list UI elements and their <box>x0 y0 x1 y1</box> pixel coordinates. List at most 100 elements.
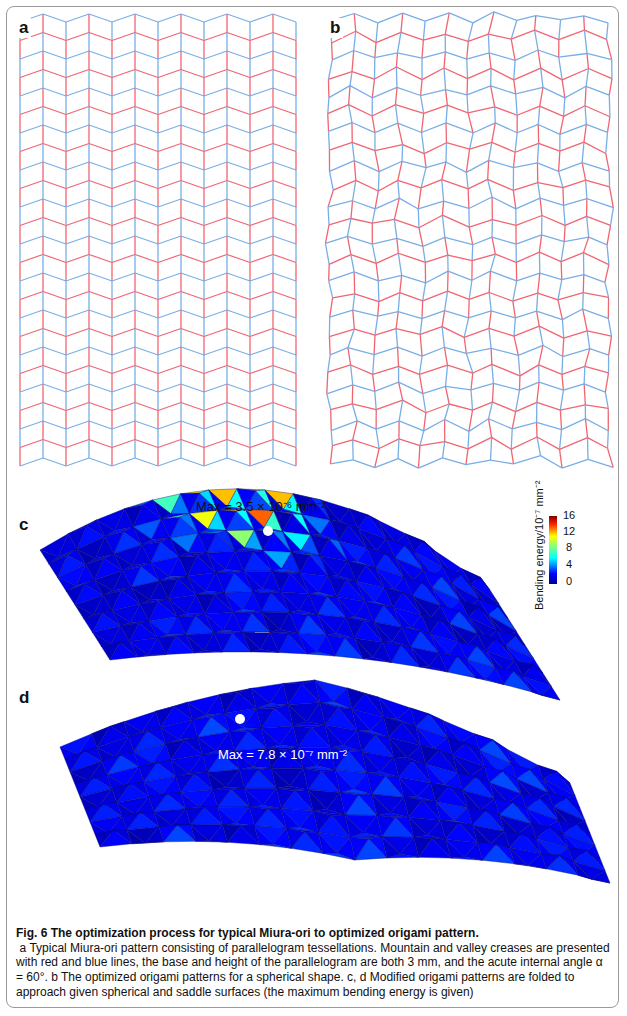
crease-line <box>399 382 403 400</box>
crease-line <box>134 88 135 107</box>
crease-line <box>20 218 43 226</box>
crease-line <box>423 34 445 40</box>
crease-line <box>353 421 358 440</box>
crease-line <box>356 31 376 42</box>
crease-line <box>135 347 158 355</box>
crease-line <box>399 382 423 393</box>
crease-line <box>111 22 112 41</box>
crease-line <box>20 51 43 59</box>
crease-line <box>443 458 466 465</box>
crease-line <box>43 107 66 115</box>
crease-line <box>273 366 296 374</box>
crease-line <box>134 51 135 70</box>
crease-line <box>585 106 586 125</box>
crease-line <box>180 125 181 144</box>
crease-line <box>20 236 43 244</box>
crease-line <box>559 163 583 172</box>
crease-line <box>517 115 518 133</box>
crease-line <box>19 392 20 411</box>
crease-line <box>537 143 538 162</box>
crease-line <box>398 347 399 366</box>
crease-line <box>403 145 425 154</box>
crease-line <box>226 347 227 366</box>
crease-line <box>489 311 491 329</box>
surface-facet <box>170 538 188 557</box>
crease-line <box>329 255 351 265</box>
crease-line <box>249 96 250 115</box>
crease-line <box>89 33 112 41</box>
crease-line <box>608 408 609 430</box>
surface-facet <box>309 594 327 615</box>
crease-line <box>134 273 135 292</box>
crease-line <box>42 218 43 237</box>
crease-line <box>445 34 468 41</box>
crease-line <box>420 319 422 335</box>
crease-line <box>158 273 181 281</box>
crease-line <box>518 355 520 376</box>
crease-line <box>421 58 422 80</box>
crease-line <box>158 292 181 300</box>
crease-line <box>513 183 537 191</box>
crease-line <box>272 384 273 403</box>
surface-facet <box>161 517 179 538</box>
crease-line <box>250 125 273 133</box>
crease-line <box>517 124 538 132</box>
surface-facet <box>542 686 560 700</box>
surface-facet <box>426 764 444 784</box>
surface-facet <box>384 588 402 608</box>
crease-line <box>327 394 331 410</box>
crease-line <box>449 404 472 410</box>
crease-line <box>351 255 376 264</box>
crease-line <box>516 94 518 115</box>
crease-line <box>204 236 227 244</box>
crease-line <box>328 365 351 372</box>
saddle-surface <box>60 680 610 883</box>
crease-line <box>181 440 204 448</box>
crease-line <box>423 246 425 262</box>
crease-line <box>226 403 227 422</box>
crease-line <box>65 281 66 300</box>
crease-line <box>65 374 66 393</box>
surface-facet <box>94 580 112 595</box>
crease-line <box>134 421 135 440</box>
crease-line <box>42 292 43 311</box>
crease-line <box>560 410 561 429</box>
crease-line <box>88 162 89 181</box>
crease-line <box>180 33 181 52</box>
crease-line <box>376 263 378 281</box>
crease-line <box>583 253 585 275</box>
crease-line <box>89 218 112 226</box>
crease-line <box>66 70 89 78</box>
crease-line <box>539 252 561 261</box>
crease-line <box>514 336 518 355</box>
crease-line <box>538 106 539 124</box>
crease-line <box>65 355 66 374</box>
crease-line <box>157 300 158 319</box>
crease-line <box>111 207 112 226</box>
surface-facet <box>521 794 539 809</box>
surface-facet <box>302 514 320 535</box>
crease-line <box>42 107 43 126</box>
crease-line <box>516 252 539 262</box>
crease-line <box>43 347 66 355</box>
crease-line <box>562 419 586 430</box>
surface-facet <box>244 571 262 591</box>
crease-line <box>446 90 467 95</box>
crease-line <box>379 293 400 302</box>
crease-line <box>466 172 468 189</box>
surface-facet <box>538 765 556 779</box>
crease-line <box>584 16 608 23</box>
crease-line <box>204 310 227 318</box>
crease-line <box>180 403 181 422</box>
crease-line <box>466 449 468 465</box>
surface-facet <box>448 738 466 756</box>
crease-line <box>227 403 250 411</box>
crease-line <box>19 281 20 300</box>
crease-line <box>354 13 378 22</box>
crease-line <box>295 96 296 115</box>
crease-line <box>134 255 135 274</box>
crease-line <box>226 440 227 459</box>
crease-line <box>272 236 273 255</box>
crease-line <box>111 448 112 467</box>
crease-line <box>204 292 227 300</box>
